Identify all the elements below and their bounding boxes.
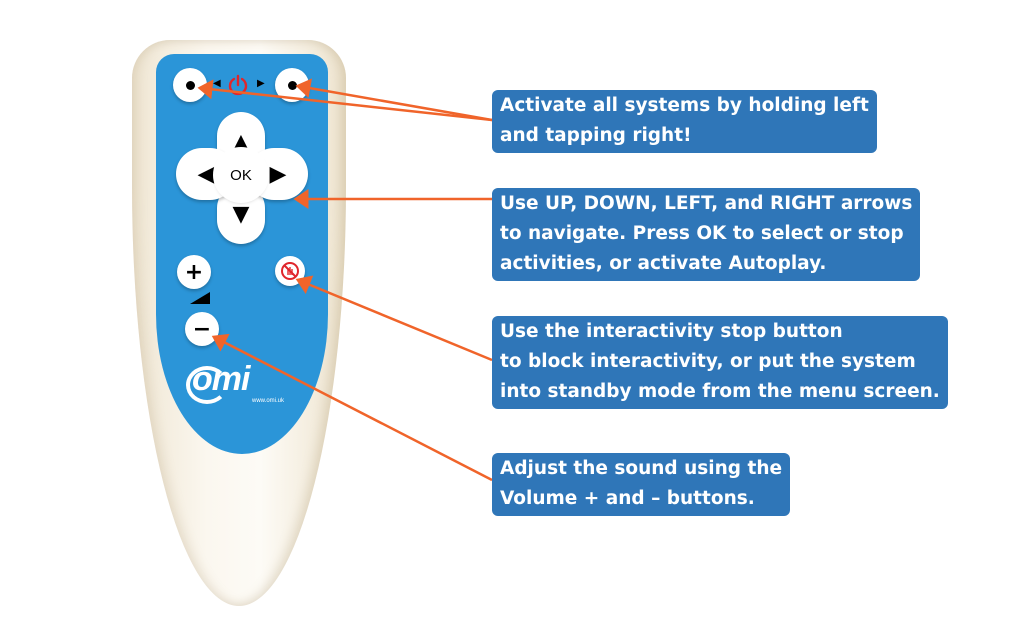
- callout-line: and tapping right!: [500, 125, 692, 146]
- arrow-to-stop-button: [295, 275, 493, 362]
- minus-icon: −: [192, 316, 212, 342]
- volume-level-icon: [190, 292, 210, 304]
- callout-volume: Adjust the sound using the Volume + and …: [492, 453, 791, 516]
- ok-button: OK: [216, 150, 266, 200]
- power-icon: [228, 74, 248, 96]
- callout-line: into standby mode from the menu screen.: [500, 381, 940, 402]
- callout-line: Activate all systems by holding left: [500, 95, 869, 116]
- dot-icon: [287, 80, 297, 90]
- arrow-to-right-dot: [295, 78, 493, 122]
- callout-line: to block interactivity, or put the syste…: [500, 351, 916, 372]
- brand-url: www.omi.uk: [252, 398, 285, 404]
- callout-line: to navigate. Press OK to select or stop: [500, 223, 904, 244]
- callout-power: Activate all systems by holding left and…: [492, 90, 877, 153]
- arrow-up-icon: ▲: [232, 129, 250, 155]
- ok-label: OK: [230, 166, 252, 184]
- callout-line: Adjust the sound using the: [500, 458, 783, 479]
- brand-logo: omi: [192, 360, 250, 398]
- plus-icon: +: [184, 259, 204, 285]
- arrow-to-volume: [211, 333, 493, 482]
- arrow-left-icon: ◀: [197, 161, 215, 187]
- small-left-arrow-icon: ◀: [213, 78, 221, 89]
- arrow-down-icon: ▼: [232, 201, 250, 227]
- callout-line: Use UP, DOWN, LEFT, and RIGHT arrows: [500, 193, 913, 214]
- arrow-to-left-dot: [197, 79, 493, 122]
- logo-swoosh: [186, 366, 228, 404]
- callout-line: Volume + and – buttons.: [500, 488, 755, 509]
- callout-interactivity-stop: Use the interactivity stop button to blo…: [492, 316, 948, 409]
- callout-navigation: Use UP, DOWN, LEFT, and RIGHT arrows to …: [492, 188, 921, 281]
- small-right-arrow-icon: ▶: [257, 78, 265, 89]
- volume-up-button: +: [177, 255, 211, 289]
- arrow-right-icon: ▶: [269, 161, 287, 187]
- callout-line: activities, or activate Autoplay.: [500, 253, 827, 274]
- callout-line: Use the interactivity stop button: [500, 321, 843, 342]
- dot-icon: [185, 80, 195, 90]
- interactivity-stop-icon: [281, 262, 299, 280]
